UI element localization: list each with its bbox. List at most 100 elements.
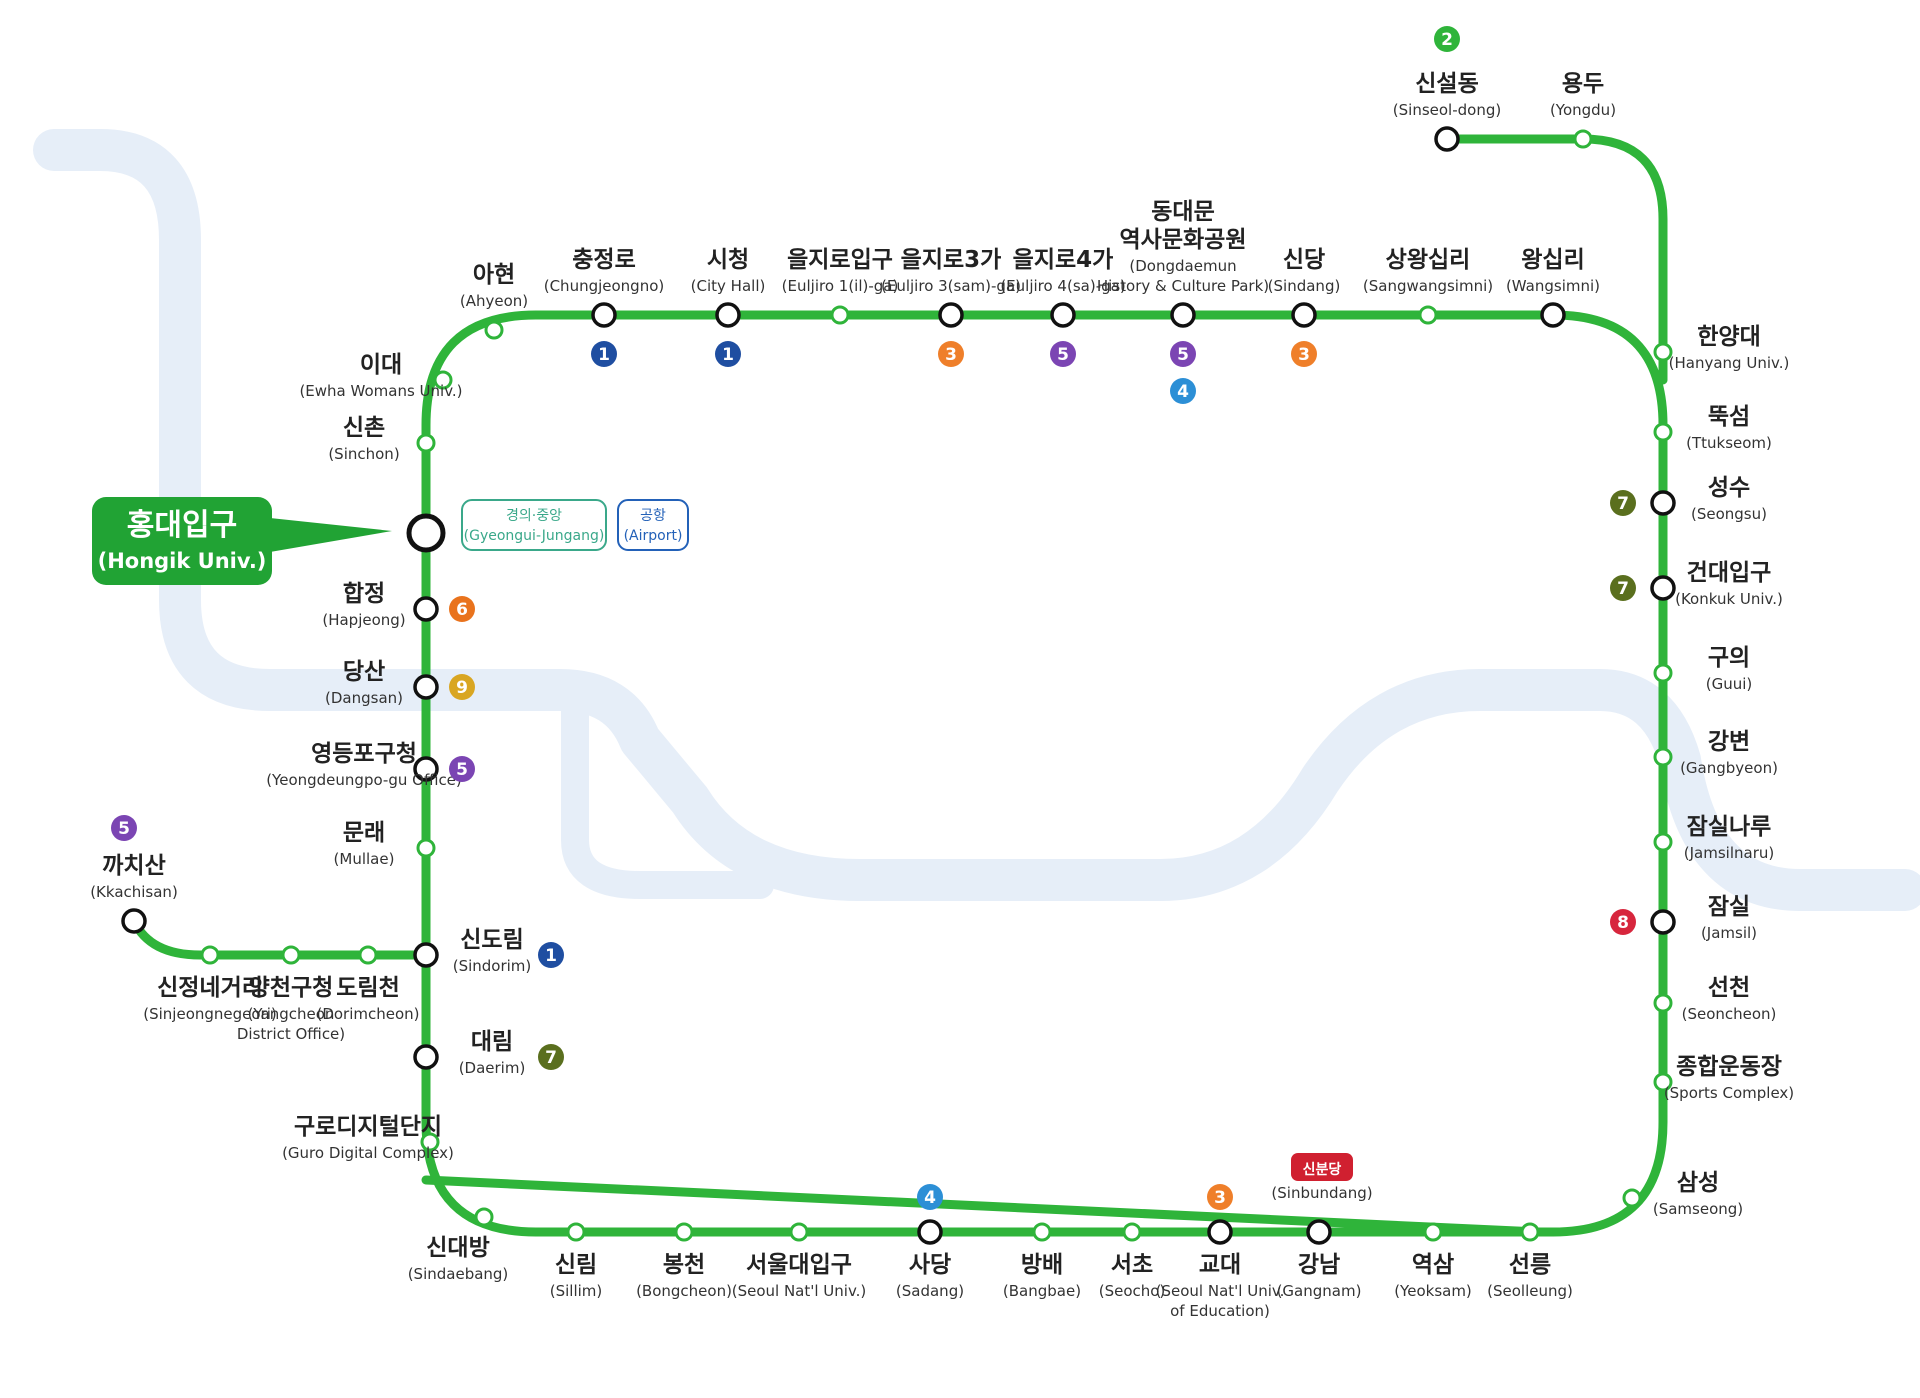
station-jamsil[interactable]: 잠실(Jamsil) [1650, 894, 1757, 942]
station-marker[interactable] [413, 596, 439, 622]
station-wangsimni[interactable]: 왕십리(Wangsimni) [1506, 247, 1600, 328]
station-ewha-womans-univ-[interactable]: 이대(Ewha Womans Univ.) [299, 352, 462, 400]
station-seoul-nat-l-univ-of-education[interactable]: 교대(Seoul Nat'l Univ.of Education) [1156, 1219, 1285, 1320]
station-seocho[interactable]: 서초(Seocho) [1099, 1222, 1166, 1300]
station-euljiro-1il-ga[interactable]: 을지로입구(Euljiro 1(il)-ga) [782, 247, 899, 325]
station-marker[interactable] [413, 756, 439, 782]
station-dorimcheon[interactable]: 도림천(Dorimcheon) [316, 945, 420, 1023]
station-marker[interactable] [1122, 1222, 1142, 1242]
station-marker[interactable] [1653, 993, 1673, 1013]
station-marker[interactable] [1653, 832, 1673, 852]
station-sindorim[interactable]: 신도림(Sindorim) [413, 927, 531, 975]
station-marker[interactable] [830, 305, 850, 325]
station-marker[interactable] [358, 945, 378, 965]
station-name-ko: 신정네거리 [157, 975, 263, 1001]
station-marker[interactable] [938, 302, 964, 328]
station-seongsu[interactable]: 성수(Seongsu) [1650, 475, 1767, 523]
station-sillim[interactable]: 신림(Sillim) [550, 1222, 603, 1300]
station-marker[interactable] [413, 674, 439, 700]
station-marker[interactable] [416, 433, 436, 453]
station-name-en: (Seocho) [1099, 1282, 1166, 1300]
station-yeoksam[interactable]: 역삼(Yeoksam) [1394, 1222, 1472, 1300]
line-9-badge: 9 [449, 674, 475, 700]
station-marker[interactable] [474, 1207, 494, 1227]
station-sports-complex[interactable]: 종합운동장(Sports Complex) [1653, 1054, 1794, 1102]
station-marker[interactable] [200, 945, 220, 965]
station-marker[interactable] [1540, 302, 1566, 328]
station-marker[interactable] [1650, 575, 1676, 601]
station-name-ko: 을지로3가 [901, 247, 1002, 273]
station-hongik-univ-[interactable] [406, 513, 446, 553]
station-bangbae[interactable]: 방배(Bangbae) [1003, 1222, 1081, 1300]
station-sindaebang[interactable]: 신대방(Sindaebang) [408, 1207, 509, 1283]
station-bongcheon[interactable]: 봉천(Bongcheon) [636, 1222, 732, 1300]
station-marker[interactable] [121, 908, 147, 934]
station-marker[interactable] [281, 945, 301, 965]
station-kkachisan[interactable]: 까치산(Kkachisan) [90, 853, 178, 934]
station-marker[interactable] [917, 1219, 943, 1245]
station-marker[interactable] [1653, 1072, 1673, 1092]
station-marker[interactable] [406, 513, 446, 553]
station-daerim[interactable]: 대림(Daerim) [413, 1029, 525, 1077]
station-marker[interactable] [1653, 747, 1673, 767]
station-marker[interactable] [1650, 909, 1676, 935]
station-marker[interactable] [1170, 302, 1196, 328]
station-marker[interactable] [413, 942, 439, 968]
station-marker[interactable] [484, 320, 504, 340]
station-sindang[interactable]: 신당(Sindang) [1268, 247, 1341, 328]
station-marker[interactable] [1291, 302, 1317, 328]
station-gangbyeon[interactable]: 강변(Gangbyeon) [1653, 729, 1778, 777]
station-sinseol-dong[interactable]: 신설동(Sinseol-dong) [1393, 71, 1501, 152]
station-euljiro-3sam-ga[interactable]: 을지로3가(Euljiro 3(sam)-ga) [881, 247, 1021, 328]
station-marker[interactable] [1306, 1219, 1332, 1245]
station-euljiro-4sa-ga[interactable]: 을지로4가(Euljiro 4(sa)-ga) [1000, 247, 1126, 328]
station-marker[interactable] [566, 1222, 586, 1242]
station-samseong[interactable]: 삼성(Samseong) [1622, 1170, 1743, 1218]
station-guui[interactable]: 구의(Guui) [1653, 645, 1752, 693]
station-marker[interactable] [1622, 1188, 1642, 1208]
station-marker[interactable] [1650, 490, 1676, 516]
station-marker[interactable] [1050, 302, 1076, 328]
station-seoncheon[interactable]: 선천(Seoncheon) [1653, 975, 1776, 1023]
station-marker[interactable] [1207, 1219, 1233, 1245]
station-ttukseom[interactable]: 뚝섬(Ttukseom) [1653, 404, 1772, 452]
station-konkuk-univ-[interactable]: 건대입구(Konkuk Univ.) [1650, 560, 1783, 608]
station-marker[interactable] [1434, 126, 1460, 152]
station-ahyeon[interactable]: 아현(Ahyeon) [460, 262, 528, 340]
station-mullae[interactable]: 문래(Mullae) [334, 820, 436, 868]
station-marker[interactable] [416, 838, 436, 858]
station-jamsilnaru[interactable]: 잠실나루(Jamsilnaru) [1653, 814, 1774, 862]
station-marker[interactable] [420, 1132, 440, 1152]
station-marker[interactable] [715, 302, 741, 328]
station-marker[interactable] [433, 370, 453, 390]
station-guro-digital-complex[interactable]: 구로디지털단지(Guro Digital Complex) [282, 1114, 454, 1162]
station-hanyang-univ-[interactable]: 한양대(Hanyang Univ.) [1653, 324, 1789, 372]
station-seolleung[interactable]: 선릉(Seolleung) [1487, 1222, 1573, 1300]
station-sinjeongnegeori[interactable]: 신정네거리(Sinjeongnegeori) [143, 945, 277, 1023]
station-marker[interactable] [1418, 305, 1438, 325]
station-marker[interactable] [1653, 422, 1673, 442]
station-sinchon[interactable]: 신촌(Sinchon) [328, 415, 436, 463]
station-marker[interactable] [1423, 1222, 1443, 1242]
station-marker[interactable] [1653, 663, 1673, 683]
station-marker[interactable] [1032, 1222, 1052, 1242]
station-marker[interactable] [591, 302, 617, 328]
station-marker[interactable] [1653, 342, 1673, 362]
station-dangsan[interactable]: 당산(Dangsan) [325, 659, 439, 707]
station-city-hall[interactable]: 시청(City Hall) [691, 247, 766, 328]
station-sangwangsimni[interactable]: 상왕십리(Sangwangsimni) [1363, 247, 1493, 325]
station-marker[interactable] [1573, 129, 1593, 149]
station-marker[interactable] [413, 1044, 439, 1070]
station-yeongdeungpo-gu-office[interactable]: 영등포구청(Yeongdeungpo-gu Office) [266, 741, 462, 789]
station-marker[interactable] [674, 1222, 694, 1242]
station-marker[interactable] [1520, 1222, 1540, 1242]
station-yongdu[interactable]: 용두(Yongdu) [1550, 71, 1616, 149]
station-seoul-nat-l-univ-[interactable]: 서울대입구(Seoul Nat'l Univ.) [732, 1222, 867, 1300]
station-hapjeong[interactable]: 합정(Hapjeong) [322, 581, 439, 629]
station-chungjeongno[interactable]: 충정로(Chungjeongno) [544, 247, 665, 328]
station-marker[interactable] [789, 1222, 809, 1242]
station-gangnam[interactable]: 강남(Gangnam) [1277, 1219, 1362, 1300]
station-sadang[interactable]: 사당(Sadang) [896, 1219, 964, 1300]
